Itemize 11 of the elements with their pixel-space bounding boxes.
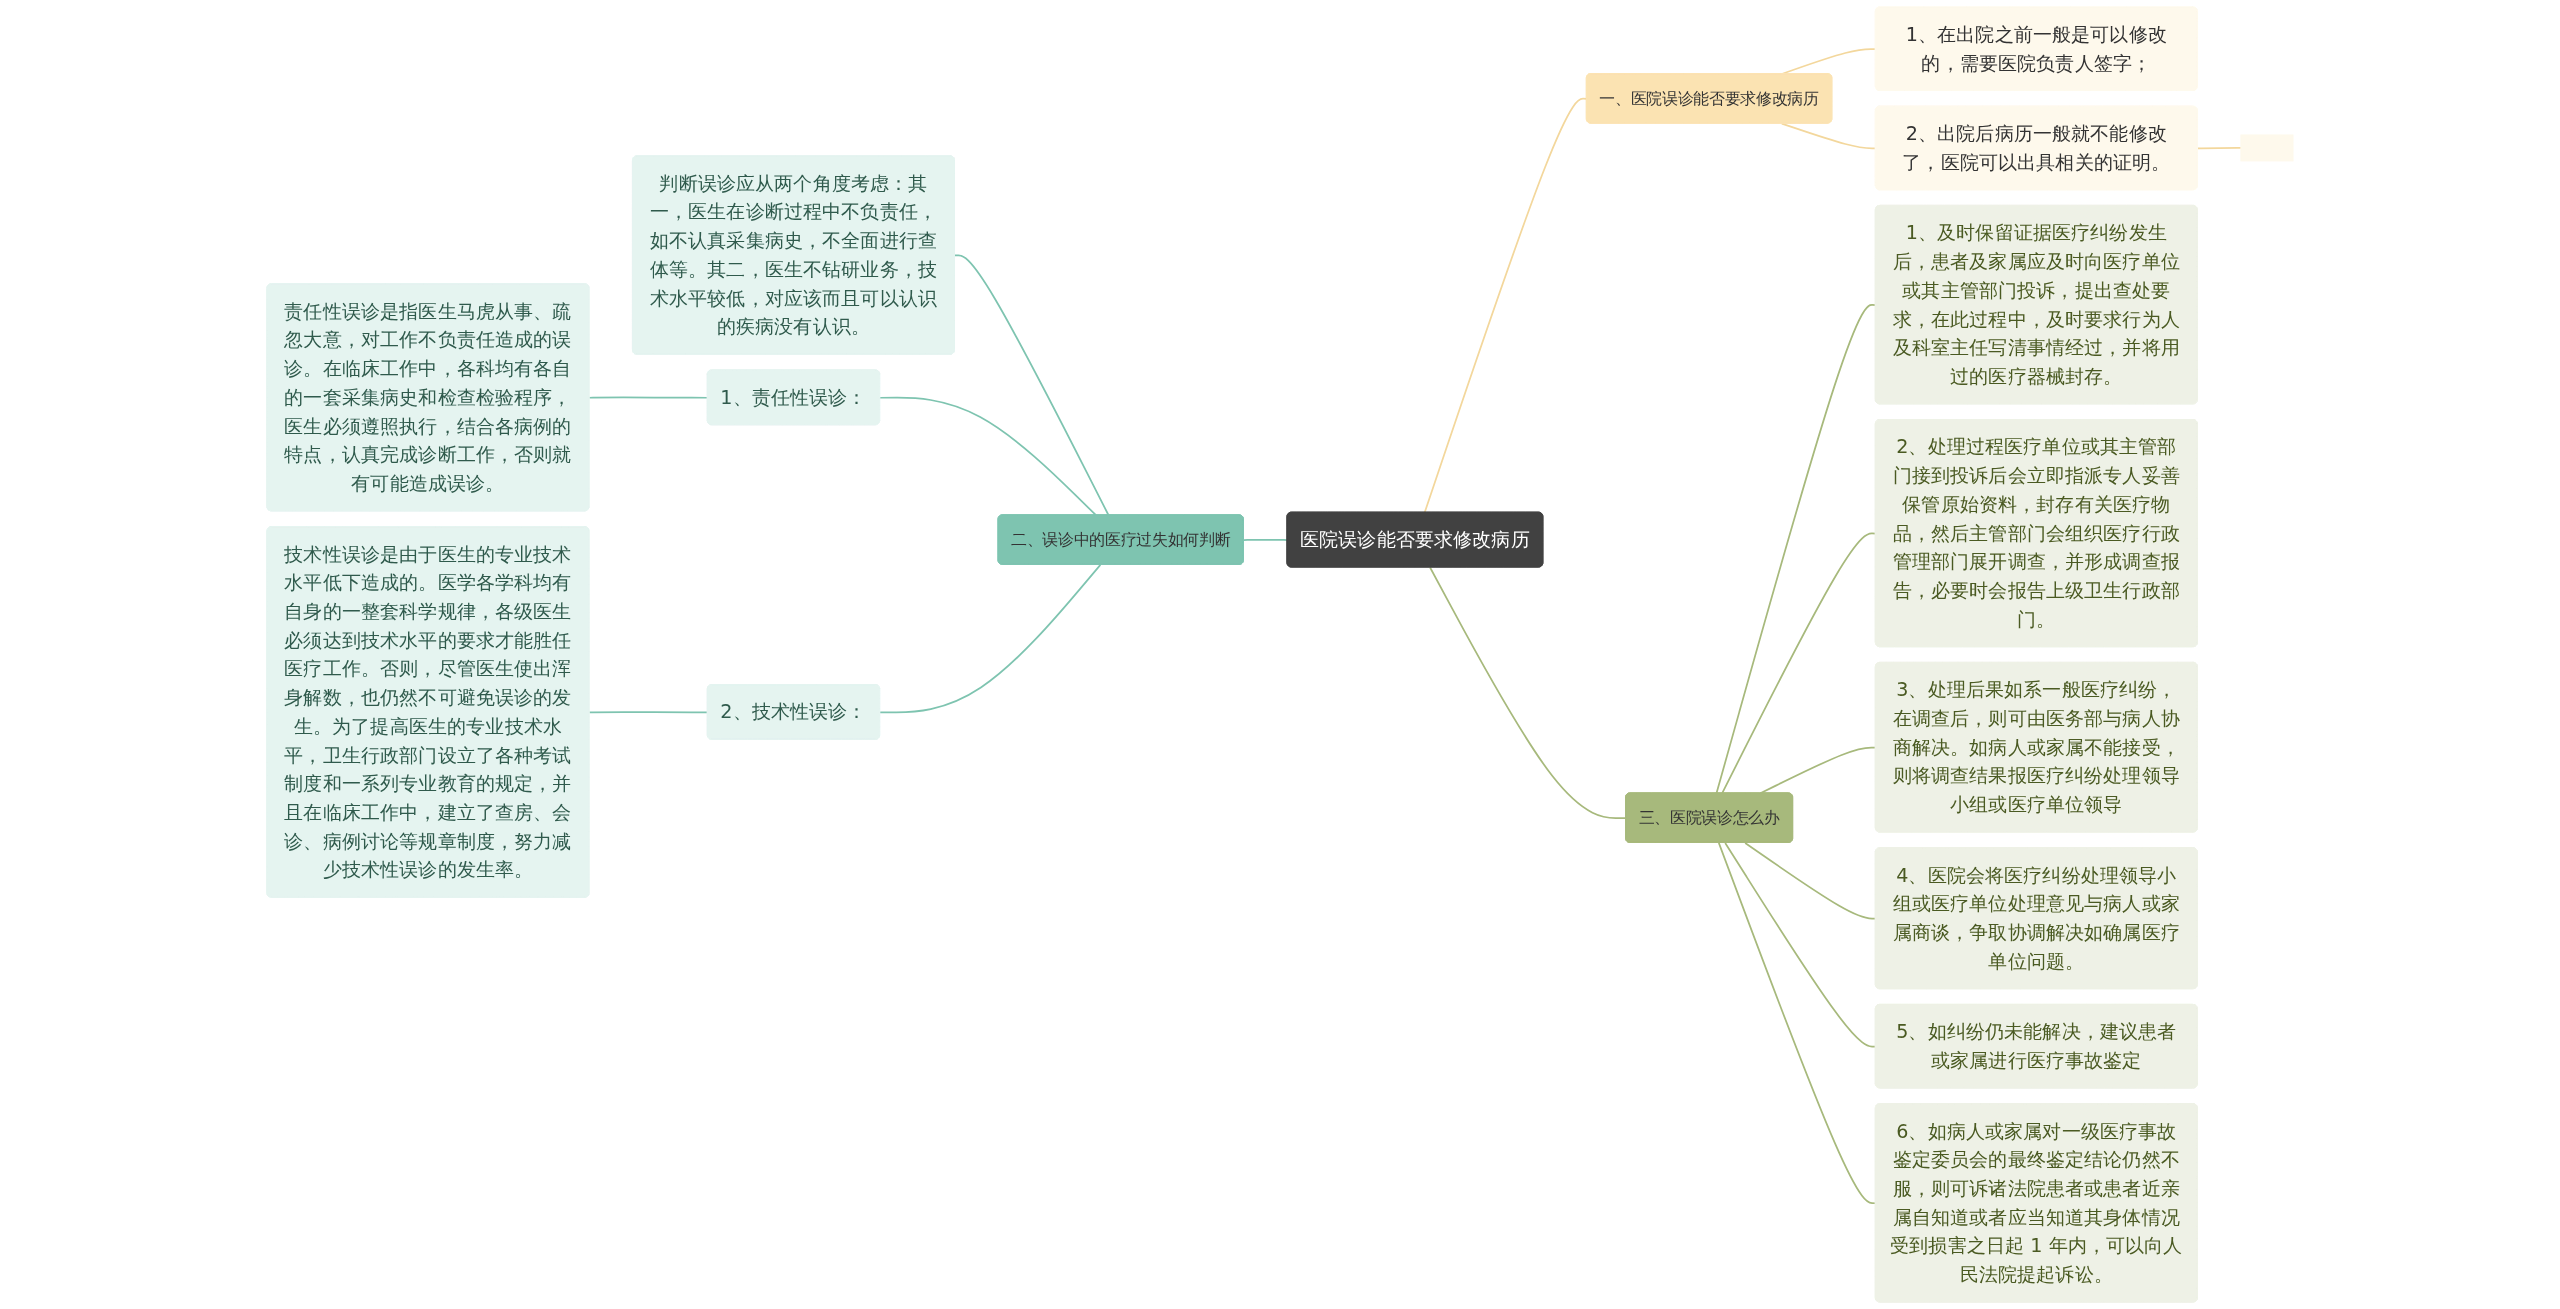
connector [879,564,1102,714]
connector [1724,842,1877,1048]
node-box [2240,134,2294,162]
connector [1744,842,1877,920]
connector [1429,566,1627,819]
connector [1780,122,1877,150]
connector [588,396,709,399]
connector [2196,147,2242,150]
connector [1423,97,1588,514]
connector [588,711,709,714]
connector [1717,842,1877,1205]
